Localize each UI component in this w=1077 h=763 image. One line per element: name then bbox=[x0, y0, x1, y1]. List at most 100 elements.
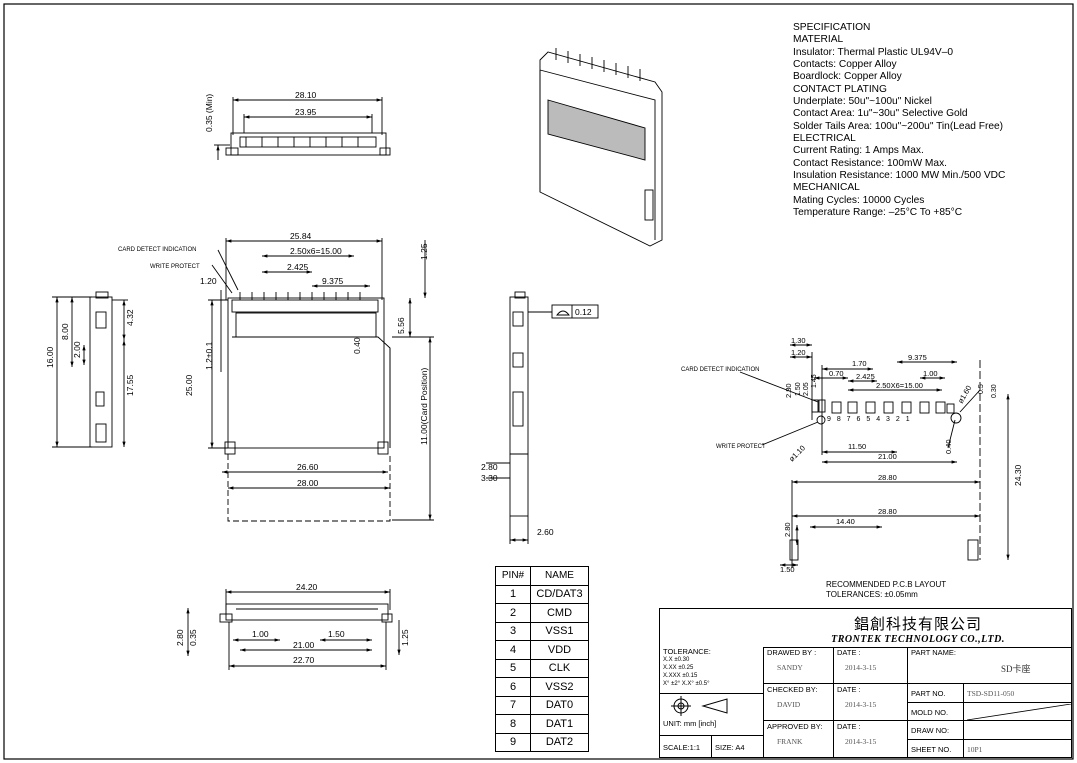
dim-bottom-1-50: 1.50 bbox=[328, 629, 345, 639]
dim-main-11-00: 11.00(Card Position) bbox=[419, 368, 429, 445]
dim-main-1-20: 1.20 bbox=[200, 276, 217, 286]
dim-main-1-25: 1.25 bbox=[419, 243, 429, 260]
dim-main-5-56: 5.56 bbox=[396, 317, 406, 334]
pin-name: CD/DAT3 bbox=[530, 584, 589, 604]
pin-table-header: PIN# NAME bbox=[495, 566, 589, 586]
dim-pcb-11-50: 11.50 bbox=[848, 442, 866, 451]
main-view bbox=[208, 238, 434, 522]
pin-number: 7 bbox=[495, 695, 531, 715]
tolerance-cell: TOLERANCE: X.X ±0.30 X.XX ±0.25 X.XXX ±0… bbox=[660, 647, 764, 694]
tolerance-4: X° ±2° X.X° ±0.5° bbox=[663, 681, 710, 687]
date-value-2: 2014-3-15 bbox=[845, 700, 877, 709]
part-no-value: TSD-SD11-050 bbox=[964, 684, 1072, 703]
date-cell-3: DATE : 2014-3-15 bbox=[834, 721, 908, 758]
unit-label: UNIT: mm [inch] bbox=[663, 719, 717, 728]
dim-top-23-95: 23.95 bbox=[295, 107, 317, 117]
mold-no-value bbox=[964, 703, 1072, 721]
pin-number: 5 bbox=[495, 658, 531, 678]
spec-line: ELECTRICAL bbox=[793, 133, 856, 145]
dim-pcb-pitch: 2.50X6=15.00 bbox=[876, 381, 923, 390]
dim-bottom-24-20: 24.20 bbox=[296, 582, 318, 592]
spec-line: Insulator: Thermal Plastic UL94V–0 bbox=[793, 46, 954, 58]
pin-number: 2 bbox=[495, 603, 531, 623]
spec-line: Contact Resistance: 100mW Max. bbox=[793, 157, 948, 169]
dim-pcb-2-05: 2.05 bbox=[803, 382, 810, 396]
sheet-no-value: 10P1 bbox=[967, 745, 983, 754]
dim-bottom-1-25: 1.25 bbox=[400, 629, 410, 646]
pin-number: 3 bbox=[495, 621, 531, 641]
pcb-tolerance: TOLERANCES: ±0.05mm bbox=[826, 590, 918, 599]
top-view bbox=[214, 97, 391, 160]
dim-pcb-14-40: 14.40 bbox=[836, 517, 855, 526]
tolerance-2: X.XX ±0.25 bbox=[663, 665, 694, 671]
dim-bottom-1-00: 1.00 bbox=[252, 629, 269, 639]
dim-main-26-60: 26.60 bbox=[297, 462, 319, 472]
dim-side-0-12: 0.12 bbox=[575, 307, 592, 317]
tolerance-label: TOLERANCE: bbox=[663, 647, 711, 656]
date-label-1: DATE : bbox=[837, 648, 861, 657]
drawn-by-name: SANDY bbox=[777, 663, 803, 672]
pcb-label-card-detect: CARD DETECT INDICATION bbox=[681, 367, 759, 373]
dim-pcb-2-80b: 2.80 bbox=[783, 522, 792, 537]
size-label: SIZE: A4 bbox=[712, 736, 764, 758]
spec-line: Temperature Range: –25°C To +85°C bbox=[793, 207, 963, 219]
dim-pcb-1-50a: 1.50 bbox=[795, 382, 802, 396]
dim-main-9-375: 9.375 bbox=[322, 276, 344, 286]
dim-bottom-22-70: 22.70 bbox=[293, 655, 315, 665]
dim-left-16-00: 16.00 bbox=[45, 346, 55, 368]
date-label-2: DATE : bbox=[837, 685, 861, 694]
scale-label: SCALE:1:1 bbox=[660, 736, 712, 758]
draw-no-value bbox=[964, 721, 1072, 740]
pin-header-no: PIN# bbox=[495, 566, 531, 586]
dim-left-2-00: 2.00 bbox=[72, 341, 82, 358]
dim-main-25-00: 25.00 bbox=[184, 374, 194, 396]
date-cell-2: DATE : 2014-3-15 bbox=[834, 684, 908, 721]
spec-line: Insulation Resistance: 1000 MW Min./500 … bbox=[793, 170, 1006, 182]
dim-side-2-80: 2.80 bbox=[481, 462, 498, 472]
dim-pcb-1-20: 1.20 bbox=[791, 348, 806, 357]
dim-bottom-2-80: 2.80 bbox=[175, 629, 185, 646]
bottom-view bbox=[186, 589, 401, 670]
sheet-border bbox=[3, 3, 1074, 760]
drawn-by-label: DRAWED BY : bbox=[767, 648, 817, 657]
spec-line: Solder Tails Area: 100u"~200u" Tin(Lead … bbox=[793, 120, 1004, 132]
part-name-cell: PART NAME: SD卡座 bbox=[908, 647, 1072, 684]
isometric-view bbox=[539, 48, 663, 247]
title-block: 錩創科技有限公司 TRONTEK TECHNOLOGY CO.,LTD. TOL… bbox=[659, 608, 1072, 758]
pcb-pin-numbers: 9 8 7 6 5 4 3 2 1 bbox=[827, 416, 912, 423]
approved-by-label: APPROVED BY: bbox=[767, 722, 823, 731]
dim-side-3-30: 3.30 bbox=[481, 473, 498, 483]
pin-name: VDD bbox=[530, 640, 589, 660]
dim-pcb-0-70: 0.70 bbox=[829, 369, 844, 378]
dim-pcb-28-80a: 28.80 bbox=[878, 473, 897, 482]
dim-pcb-phi160: ø1.60 bbox=[956, 384, 973, 405]
mold-no-label: MOLD NO. bbox=[908, 703, 964, 721]
drawn-by-cell: DRAWED BY : SANDY bbox=[764, 647, 834, 684]
part-name-label: PART NAME: bbox=[911, 648, 957, 657]
pcb-label-write-protect: WRITE PROTECT bbox=[716, 444, 766, 450]
pin-name: CMD bbox=[530, 603, 589, 623]
approved-by-cell: APPROVED BY: FRANK bbox=[764, 721, 834, 758]
dim-pcb-1-50b: 1.50 bbox=[780, 565, 795, 574]
dim-pcb-2-80: 2.80 bbox=[784, 383, 793, 398]
dim-main-pitch: 2.50x6=15.00 bbox=[290, 246, 342, 256]
dim-pcb-2-425: 2.425 bbox=[856, 372, 875, 381]
spec-line: Contact Area: 1u"~30u" Selective Gold bbox=[793, 108, 968, 120]
pin-name: DAT1 bbox=[530, 714, 589, 734]
right-side-view bbox=[486, 291, 599, 544]
company-name-en: TRONTEK TECHNOLOGY CO.,LTD. bbox=[831, 634, 1005, 645]
checked-by-name: DAVID bbox=[777, 700, 801, 709]
dim-bottom-21-00: 21.00 bbox=[293, 640, 315, 650]
dim-left-17-55: 17.55 bbox=[125, 374, 135, 396]
blank-slash bbox=[966, 703, 1072, 721]
spec-line: Mating Cycles: 10000 Cycles bbox=[793, 194, 925, 206]
